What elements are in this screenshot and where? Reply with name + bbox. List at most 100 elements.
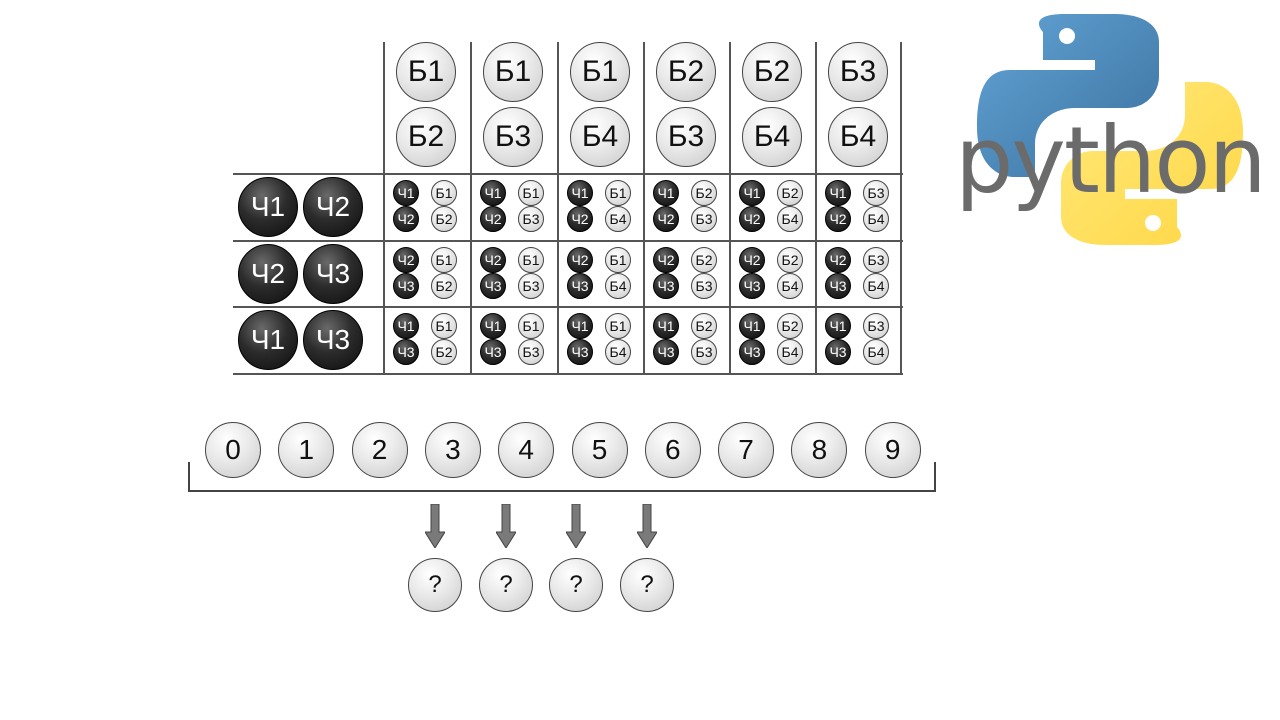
cell-ball: Ч2 bbox=[825, 206, 851, 232]
cell-ball: Ч2 bbox=[653, 247, 679, 273]
cell-ball: Ч1 bbox=[739, 313, 765, 339]
cell-ball: Б4 bbox=[777, 339, 803, 365]
cell-ball: Б4 bbox=[605, 206, 631, 232]
digit-ball: 4 bbox=[498, 422, 555, 478]
cell-ball: Ч2 bbox=[653, 206, 679, 232]
digit-ball: 8 bbox=[791, 422, 848, 478]
cell-ball: Ч1 bbox=[567, 313, 593, 339]
grid-col-line bbox=[383, 42, 385, 374]
cell-ball: Б3 bbox=[518, 273, 544, 299]
digit-ball: 0 bbox=[205, 422, 261, 478]
cell-ball: Ч1 bbox=[480, 313, 506, 339]
digit-ball: 3 bbox=[424, 422, 481, 478]
grid-col-line bbox=[729, 42, 731, 374]
cell-ball: Б1 bbox=[431, 247, 457, 273]
cell-ball: Ч3 bbox=[567, 273, 593, 299]
digit-ball: 5 bbox=[571, 422, 628, 478]
cell-ball: Ч2 bbox=[739, 247, 765, 273]
unknown-ball: ? bbox=[479, 558, 533, 612]
row-ball: Ч2 bbox=[303, 177, 363, 237]
cell-ball: Ч3 bbox=[393, 273, 419, 299]
cell-ball: Б4 bbox=[863, 206, 889, 232]
cell-ball: Б4 bbox=[605, 273, 631, 299]
cell-ball: Б4 bbox=[777, 206, 803, 232]
row-ball: Ч1 bbox=[238, 310, 298, 370]
cell-ball: Б1 bbox=[605, 247, 631, 273]
cell-ball: Б1 bbox=[431, 313, 457, 339]
digit-ball: 1 bbox=[278, 422, 335, 478]
row-ball: Ч3 bbox=[303, 310, 363, 370]
header-ball: Б1 bbox=[396, 42, 456, 102]
digit-ball: 7 bbox=[718, 422, 775, 478]
grid-row-line bbox=[233, 240, 903, 242]
header-ball: Б3 bbox=[483, 107, 543, 167]
cell-ball: Б3 bbox=[863, 313, 889, 339]
down-arrow-icon bbox=[496, 504, 516, 548]
grid-col-line bbox=[557, 42, 559, 374]
cell-ball: Ч2 bbox=[567, 247, 593, 273]
cell-ball: Б3 bbox=[518, 339, 544, 365]
cell-ball: Б3 bbox=[691, 206, 717, 232]
down-arrow-icon bbox=[637, 504, 657, 548]
cell-ball: Ч1 bbox=[480, 180, 506, 206]
cell-ball: Ч1 bbox=[567, 180, 593, 206]
digits-bracket bbox=[188, 462, 936, 492]
cell-ball: Б3 bbox=[863, 247, 889, 273]
cell-ball: Ч2 bbox=[739, 206, 765, 232]
cell-ball: Б2 bbox=[431, 206, 457, 232]
cell-ball: Ч2 bbox=[567, 206, 593, 232]
cell-ball: Б3 bbox=[863, 180, 889, 206]
cell-ball: Ч3 bbox=[739, 273, 765, 299]
header-ball: Б3 bbox=[656, 107, 716, 167]
digit-ball: 6 bbox=[644, 422, 701, 478]
grid-row-line bbox=[233, 306, 903, 308]
unknown-ball: ? bbox=[408, 558, 462, 612]
cell-ball: Б1 bbox=[605, 313, 631, 339]
cell-ball: Ч2 bbox=[480, 206, 506, 232]
cell-ball: Ч1 bbox=[739, 180, 765, 206]
cell-ball: Б4 bbox=[605, 339, 631, 365]
down-arrow-icon bbox=[566, 504, 586, 548]
down-arrow-icon bbox=[425, 504, 445, 548]
grid-col-line bbox=[643, 42, 645, 374]
cell-ball: Б2 bbox=[691, 180, 717, 206]
grid-col-line bbox=[900, 42, 902, 374]
cell-ball: Б3 bbox=[691, 339, 717, 365]
header-ball: Б3 bbox=[828, 42, 888, 102]
grid-col-line bbox=[815, 42, 817, 374]
cell-ball: Ч3 bbox=[825, 273, 851, 299]
cell-ball: Ч3 bbox=[480, 339, 506, 365]
cell-ball: Б3 bbox=[691, 273, 717, 299]
cell-ball: Б1 bbox=[605, 180, 631, 206]
header-ball: Б2 bbox=[656, 42, 716, 102]
python-snakes-icon bbox=[977, 14, 1243, 245]
cell-ball: Б2 bbox=[777, 180, 803, 206]
cell-ball: Ч1 bbox=[393, 180, 419, 206]
cell-ball: Ч1 bbox=[653, 180, 679, 206]
cell-ball: Ч3 bbox=[825, 339, 851, 365]
cell-ball: Ч3 bbox=[567, 339, 593, 365]
cell-ball: Б4 bbox=[863, 273, 889, 299]
cell-ball: Б2 bbox=[691, 313, 717, 339]
cell-ball: Ч1 bbox=[393, 313, 419, 339]
cell-ball: Ч2 bbox=[825, 247, 851, 273]
cell-ball: Б1 bbox=[518, 247, 544, 273]
cell-ball: Б1 bbox=[518, 313, 544, 339]
row-ball: Ч2 bbox=[238, 244, 298, 304]
cell-ball: Ч1 bbox=[825, 180, 851, 206]
cell-ball: Б2 bbox=[691, 247, 717, 273]
header-ball: Б1 bbox=[483, 42, 543, 102]
grid-row-line bbox=[233, 173, 903, 175]
digit-ball: 2 bbox=[351, 422, 408, 478]
cell-ball: Ч3 bbox=[480, 273, 506, 299]
unknown-ball: ? bbox=[549, 558, 603, 612]
cell-ball: Ч2 bbox=[393, 206, 419, 232]
digit-ball: 9 bbox=[864, 422, 921, 478]
header-ball: Б2 bbox=[742, 42, 802, 102]
cell-ball: Б2 bbox=[431, 273, 457, 299]
cell-ball: Б2 bbox=[777, 247, 803, 273]
python-wordmark: python bbox=[955, 107, 1267, 214]
cell-ball: Б4 bbox=[863, 339, 889, 365]
header-ball: Б4 bbox=[742, 107, 802, 167]
python-logo: python bbox=[955, 12, 1267, 247]
